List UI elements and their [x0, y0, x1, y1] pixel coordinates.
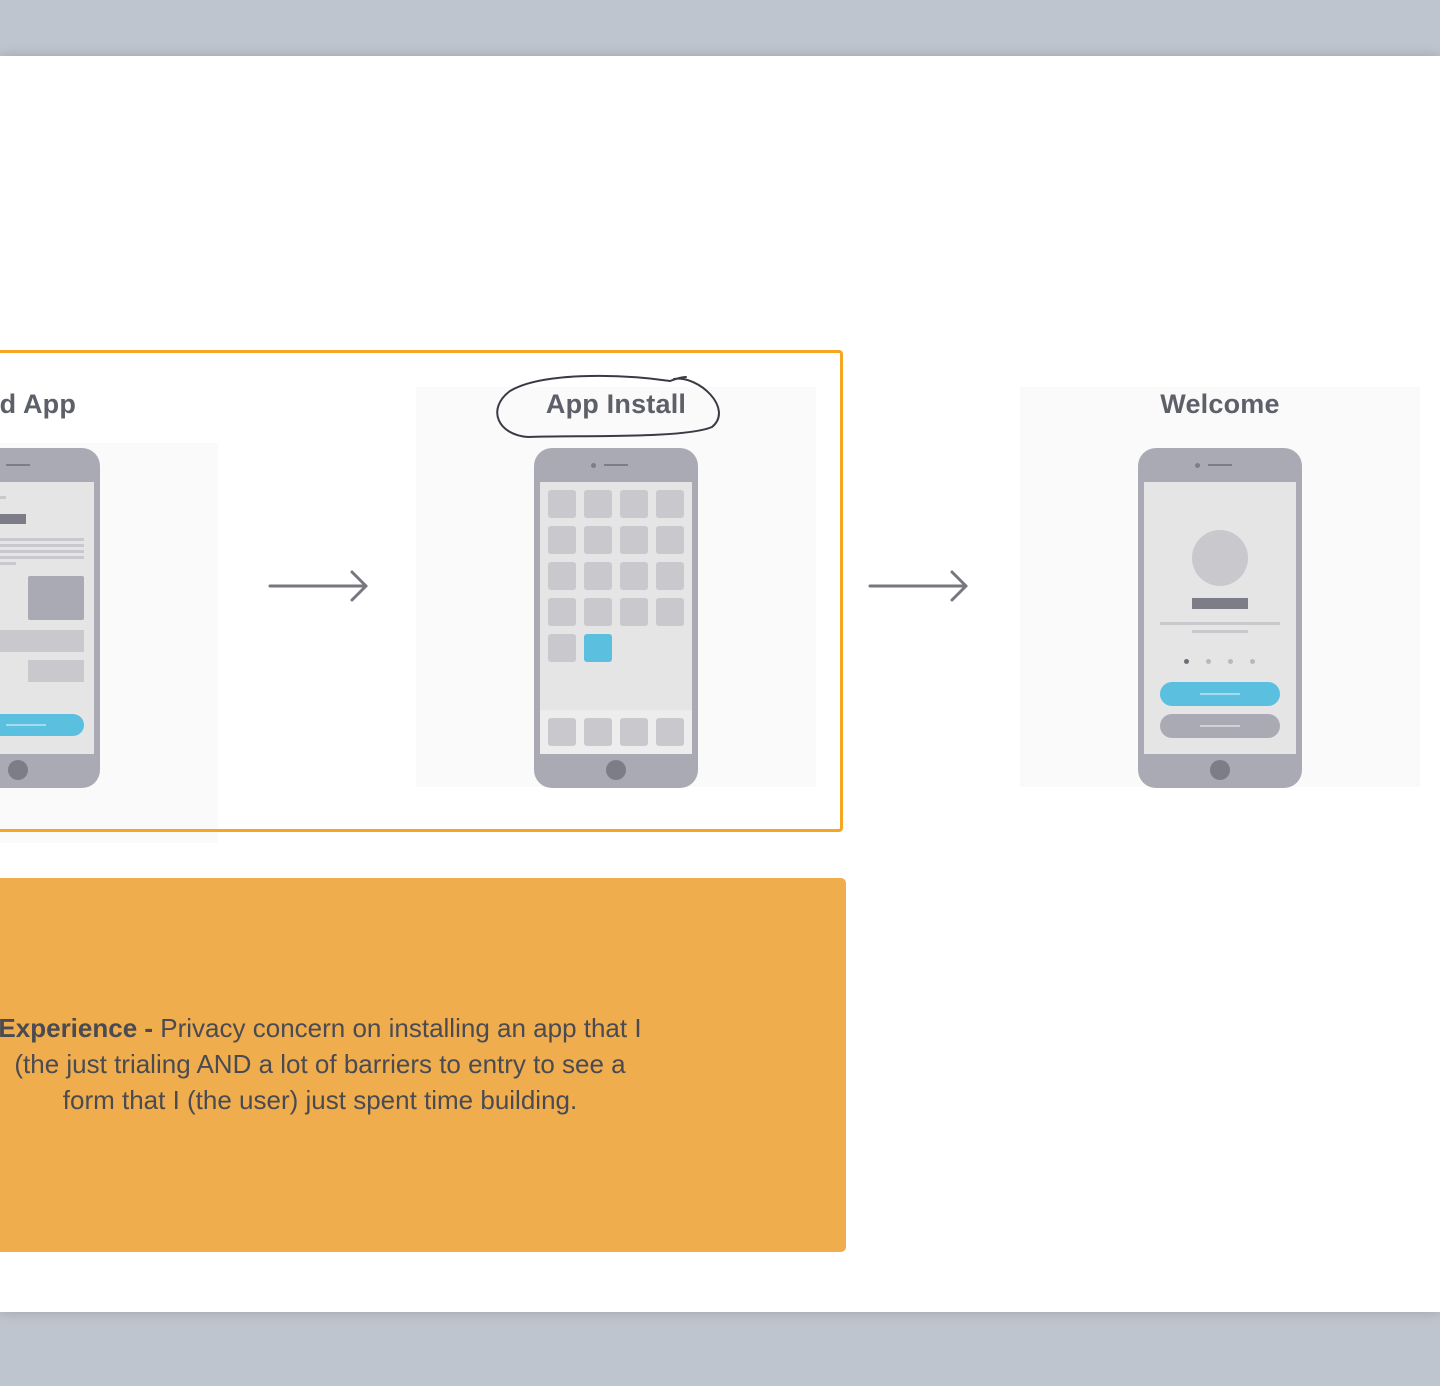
phone-speaker: [1208, 464, 1232, 466]
phone-camera: [1195, 463, 1200, 468]
app-tile: [584, 526, 612, 554]
avatar-placeholder: [1192, 530, 1248, 586]
phone-screen-home: [540, 482, 692, 754]
button-label-line: [1200, 725, 1240, 727]
arrow-right-icon: [268, 570, 368, 602]
welcome-text-line: [1160, 622, 1280, 625]
button-label-line: [1200, 693, 1240, 695]
app-tile: [548, 490, 576, 518]
phone-screen-welcome: [1144, 482, 1296, 754]
phone-home-button: [606, 760, 626, 780]
dock-tile: [584, 718, 612, 746]
phone-camera: [591, 463, 596, 468]
app-tile: [656, 490, 684, 518]
store-desc-line: [0, 562, 16, 565]
selection-outline: [0, 350, 843, 832]
store-desc-line: [0, 556, 84, 559]
welcome-primary-button: [1160, 682, 1280, 706]
hand-drawn-circle-annotation: [496, 374, 720, 439]
installed-app-tile: [584, 634, 612, 662]
sticky-note-text: Experience - Privacy concern on installi…: [0, 1010, 650, 1118]
store-line: [0, 496, 6, 499]
phone-app-install: [534, 448, 698, 788]
app-tile: [548, 562, 576, 590]
store-get-button: [0, 714, 84, 736]
store-block: [28, 660, 84, 682]
app-tile: [584, 562, 612, 590]
app-tile: [620, 490, 648, 518]
canvas: load App App Install: [0, 56, 1440, 1312]
frame-title-download-app: load App: [0, 389, 77, 419]
app-tile: [620, 526, 648, 554]
app-tile: [656, 562, 684, 590]
store-app-name: [0, 514, 26, 524]
dock-tile: [656, 718, 684, 746]
phone-screen-store: [0, 482, 94, 754]
app-tile: [656, 598, 684, 626]
arrow-right-icon: [868, 570, 968, 602]
phone-home-button: [1210, 760, 1230, 780]
store-desc-line: [0, 538, 84, 541]
app-tile: [620, 598, 648, 626]
store-desc-line: [0, 544, 84, 547]
app-tile: [656, 526, 684, 554]
page-dot: [1206, 659, 1211, 664]
page-dot: [1250, 659, 1255, 664]
welcome-heading: [1192, 598, 1248, 609]
sticky-note[interactable]: [0, 878, 846, 1252]
frame-title-welcome: Welcome: [1160, 389, 1280, 419]
app-tile: [584, 598, 612, 626]
phone-home-button: [8, 760, 28, 780]
button-label-line: [6, 724, 46, 726]
phone-speaker: [604, 464, 628, 466]
app-tile: [548, 598, 576, 626]
welcome-secondary-button: [1160, 714, 1280, 738]
phone-download-app: [0, 448, 100, 788]
note-bold-label: Experience -: [0, 1013, 161, 1043]
phone-welcome: [1138, 448, 1302, 788]
app-tile: [548, 526, 576, 554]
store-desc-line: [0, 550, 84, 553]
dock-tile: [620, 718, 648, 746]
page-dot-active: [1184, 659, 1189, 664]
dock-tile: [548, 718, 576, 746]
app-tile: [584, 490, 612, 518]
store-block: [0, 630, 84, 652]
welcome-text-line: [1192, 630, 1248, 633]
store-screenshot: [28, 576, 84, 620]
phone-speaker: [6, 464, 30, 466]
app-tile: [548, 634, 576, 662]
note-body: Privacy concern on installing an app tha…: [14, 1013, 642, 1115]
app-tile: [620, 562, 648, 590]
page-dot: [1228, 659, 1233, 664]
dock: [540, 710, 692, 754]
frame-title-app-install: App Install: [545, 389, 687, 419]
